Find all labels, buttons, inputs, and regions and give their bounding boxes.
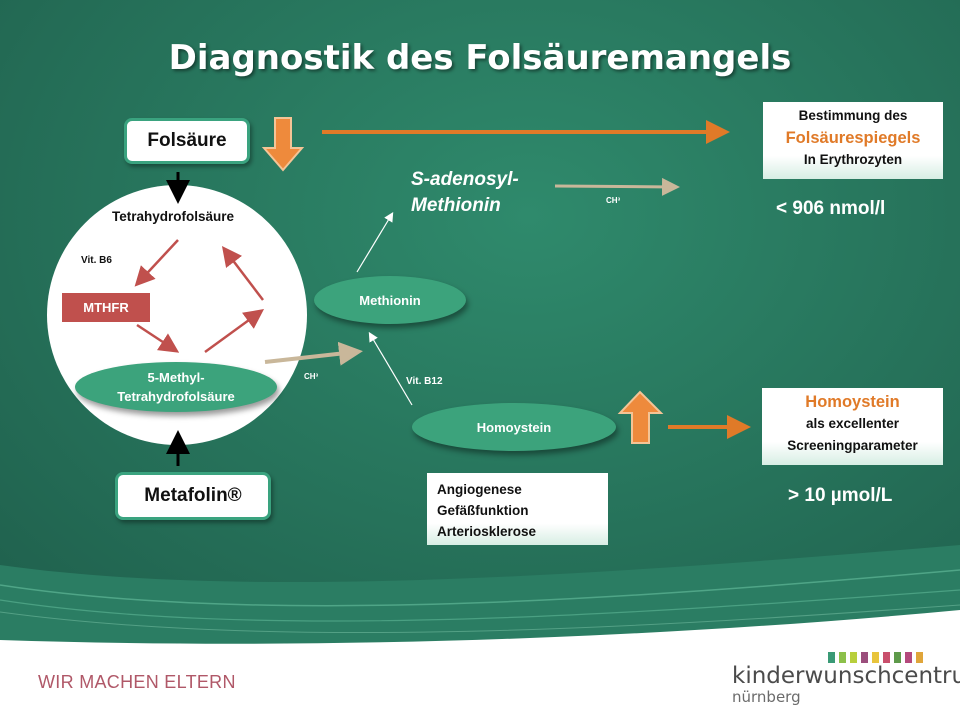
folsaeure-box: Folsäure (124, 118, 250, 164)
logo-square (872, 652, 879, 663)
methionin-ellipse: Methionin (314, 276, 466, 324)
logo-square (861, 652, 868, 663)
effect-item: Angiogenese (437, 482, 522, 497)
sam-label: S-adenosyl- Methionin (411, 167, 519, 219)
arrow-homocystein-to-methionin (368, 331, 413, 406)
sam-line2: Methionin (411, 195, 501, 216)
homocystein-label: Homoystein (476, 419, 552, 435)
bestimmung-line3: In Erythrozyten (803, 152, 903, 167)
methyl-thf-line1: 5-Methyl- (147, 370, 205, 385)
methyl-thf-line2: Tetrahydrofolsäure (117, 389, 235, 404)
arrow-ch3-from-sam (554, 177, 680, 196)
logo-square (916, 652, 923, 663)
ch3-mid-label: CH³ (304, 372, 319, 381)
folsaeure-bestimmung-box: Bestimmung des Folsäurespiegels In Eryth… (763, 102, 943, 179)
bestimmung-line1: Bestimmung des (798, 108, 908, 123)
logo-square (894, 652, 901, 663)
screening-line2: als excellenter (805, 416, 900, 431)
folsaeure-label: Folsäure (147, 130, 227, 151)
metafolin-label: Metafolin® (144, 485, 242, 506)
effect-item: Gefäßfunktion (437, 503, 529, 518)
effects-box: Angiogenese Gefäßfunktion Arterioskleros… (427, 473, 608, 545)
ch3-top-label: CH³ (606, 196, 621, 205)
logo-square (905, 652, 912, 663)
arrow-back-to-thf (221, 246, 264, 301)
increase-arrow-icon (617, 390, 664, 444)
homocystein-ellipse: Homoystein (412, 403, 616, 451)
bestimmung-line2: Folsäurespiegels (785, 129, 921, 147)
arrow-thf-to-mthfr (134, 239, 179, 287)
vit-b12-label: Vit. B12 (406, 376, 443, 387)
sam-line1: S-adenosyl- (411, 169, 519, 190)
decrease-arrow-icon (261, 117, 305, 172)
vit-b6-label: Vit. B6 (81, 255, 112, 266)
homocystein-threshold: > 10 µmol/L (788, 485, 893, 506)
logo-sub-text: nürnberg (732, 688, 801, 706)
methyl-thf-ellipse: 5-Methyl- Tetrahydrofolsäure (75, 362, 277, 412)
arrow-methylthf-up (204, 309, 265, 354)
homocystein-screening-box: Homoystein als excellenter Screeningpara… (762, 388, 943, 465)
mthfr-enzyme: MTHFR (62, 293, 150, 322)
arrow-methionin-to-sam (356, 211, 394, 273)
logo-square (883, 652, 890, 663)
folsaeure-threshold: < 906 nmol/l (776, 198, 886, 219)
logo-square (850, 652, 857, 663)
mthfr-label: MTHFR (83, 300, 129, 315)
arrow-mthfr-to-methylthf (136, 323, 180, 353)
effect-item: Arteriosklerose (437, 524, 537, 539)
screening-line3: Screeningparameter (787, 438, 918, 453)
thf-label: Tetrahydrofolsäure (112, 209, 235, 224)
screening-line1: Homoystein (805, 393, 900, 411)
metafolin-box: Metafolin® (115, 472, 271, 520)
arrow-ch3-to-methionin (264, 341, 363, 366)
page-title: Diagnostik des Folsäuremangels (168, 38, 792, 78)
methionin-label: Methionin (359, 292, 421, 308)
logo-main-text: kinderwunschcentrum (732, 663, 960, 689)
logo-square (828, 652, 835, 663)
slogan: WIR MACHEN ELTERN (38, 672, 236, 692)
logo-square (839, 652, 846, 663)
